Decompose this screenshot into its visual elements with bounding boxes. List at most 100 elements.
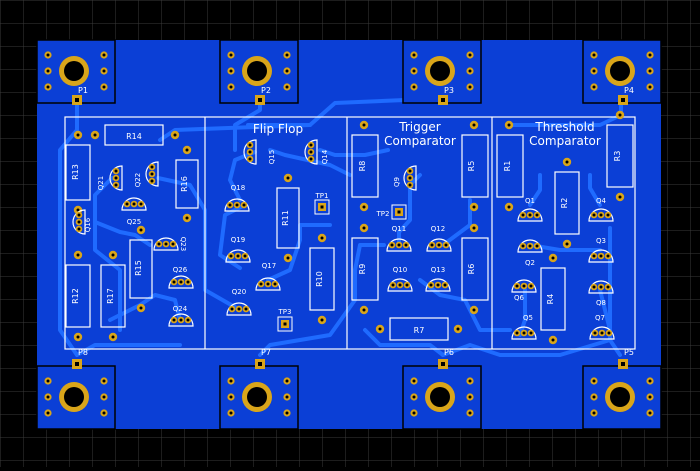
pad-label-p4: P4: [624, 86, 634, 95]
pad-hole: [229, 53, 233, 57]
pad-hole: [164, 242, 168, 246]
transistor-q12[interactable]: Q12: [426, 225, 452, 252]
test-point-tp3[interactable]: TP3: [277, 308, 293, 332]
resistor-r11[interactable]: R11: [276, 173, 300, 263]
transistor-q4[interactable]: Q4: [588, 197, 614, 222]
pad-hole: [522, 331, 526, 335]
transistor-outline: [425, 278, 451, 292]
resistor-r14[interactable]: R14: [90, 124, 180, 146]
pad-hole: [648, 379, 652, 383]
transistor-q5[interactable]: Q5: [511, 314, 537, 340]
mounting-hole: [64, 387, 84, 407]
transistor-q16[interactable]: Q16: [72, 209, 92, 235]
test-point-tp2[interactable]: TP2: [376, 204, 407, 220]
pad-hole: [390, 243, 394, 247]
transistor-q11[interactable]: Q11: [386, 225, 412, 252]
pad-hole: [515, 284, 519, 288]
transistor-q14[interactable]: Q14: [304, 139, 329, 165]
resistor-r5[interactable]: R5: [461, 120, 489, 212]
resistor-r17[interactable]: R17: [100, 250, 126, 342]
transistor-q7[interactable]: Q7: [589, 314, 615, 340]
resistor-outline: [104, 124, 164, 146]
transistor-q18[interactable]: Q18: [224, 184, 250, 212]
transistor-q6[interactable]: Q6: [511, 279, 537, 302]
test-point-tp1[interactable]: TP1: [314, 192, 330, 215]
transistor-q22[interactable]: Q22: [134, 161, 159, 187]
resistor-label-r1: R1: [503, 161, 512, 172]
pad-hole: [468, 85, 472, 89]
mounting-hole: [247, 387, 267, 407]
resistor-r13[interactable]: R13: [65, 130, 91, 215]
pad-hole: [398, 283, 402, 287]
transistor-q21[interactable]: Q21: [97, 165, 123, 191]
pad-hole: [228, 203, 232, 207]
transistor-q10[interactable]: Q10: [387, 266, 413, 292]
pad-hole: [592, 254, 596, 258]
resistor-r16[interactable]: R16: [175, 145, 199, 223]
transistor-q13[interactable]: Q13: [425, 266, 451, 292]
transistor-q19[interactable]: Q19: [225, 236, 251, 263]
connector-p8[interactable]: P8: [36, 348, 116, 430]
pad-hole: [173, 133, 177, 137]
transistor-q15[interactable]: Q15: [243, 139, 276, 165]
pad-hole: [179, 318, 183, 322]
resistor-r9[interactable]: R9: [351, 223, 379, 315]
resistor-r2[interactable]: R2: [554, 157, 580, 249]
transistor-q1[interactable]: Q1: [517, 197, 543, 222]
connector-p2[interactable]: P2: [219, 39, 299, 105]
resistor-r1[interactable]: R1: [496, 120, 524, 212]
transistor-q3[interactable]: Q3: [588, 237, 614, 263]
resistor-r3[interactable]: R3: [606, 110, 634, 202]
transistor-q9[interactable]: Q9: [393, 165, 417, 191]
transistor-outline: [109, 165, 123, 191]
transistor-q24[interactable]: Q24: [168, 305, 194, 327]
transistor-label-q12: Q12: [431, 225, 445, 233]
pad-hole: [229, 254, 233, 258]
transistor-q23[interactable]: Q23: [153, 237, 187, 251]
connector-p6[interactable]: P6: [402, 348, 482, 430]
pad-hole: [102, 53, 106, 57]
resistor-r7[interactable]: R7: [375, 317, 463, 341]
transistor-q2[interactable]: Q2: [517, 239, 543, 267]
pad-hole: [404, 243, 408, 247]
resistor-label-r13: R13: [71, 164, 80, 180]
pad-hole: [362, 205, 366, 209]
transistor-label-q25: Q25: [127, 218, 141, 226]
pad-hole: [606, 285, 610, 289]
resistor-outline: [540, 267, 566, 331]
resistor-label-r9: R9: [358, 264, 367, 275]
connector-p4[interactable]: P4: [582, 39, 662, 105]
pad-hole: [412, 395, 416, 399]
pad-hole: [592, 213, 596, 217]
transistor-label-q3: Q3: [596, 237, 606, 245]
pad-hole: [441, 362, 445, 366]
resistor-r10[interactable]: R10: [309, 233, 335, 325]
transistor-label-q19: Q19: [231, 236, 245, 244]
pad-hole: [75, 362, 79, 366]
connector-p5[interactable]: P5: [582, 348, 662, 430]
resistor-r15[interactable]: R15: [129, 225, 153, 313]
transistor-q8[interactable]: Q8: [588, 280, 614, 307]
trigger-title-line1: Trigger: [398, 120, 440, 134]
resistor-r6[interactable]: R6: [461, 223, 489, 315]
resistor-r12[interactable]: R12: [65, 250, 91, 342]
pad-hole: [362, 308, 366, 312]
transistor-q20[interactable]: Q20: [226, 288, 252, 316]
transistor-q26[interactable]: Q26: [168, 266, 194, 289]
transistor-q17[interactable]: Q17: [255, 262, 281, 291]
pad-hole: [114, 176, 118, 180]
connector-p1[interactable]: P1: [36, 39, 116, 105]
resistor-outline: [389, 317, 449, 341]
pad-hole: [592, 395, 596, 399]
resistor-r4[interactable]: R4: [540, 253, 566, 345]
pad-hole: [235, 203, 239, 207]
transistor-q25[interactable]: Q25: [121, 197, 147, 226]
resistor-r8[interactable]: R8: [351, 120, 379, 212]
pad-hole: [285, 69, 289, 73]
pad-hole: [648, 69, 652, 73]
connector-p7[interactable]: P7: [219, 348, 299, 430]
pad-hole: [648, 53, 652, 57]
connector-p3[interactable]: P3: [402, 39, 482, 105]
pad-hole: [150, 179, 154, 183]
